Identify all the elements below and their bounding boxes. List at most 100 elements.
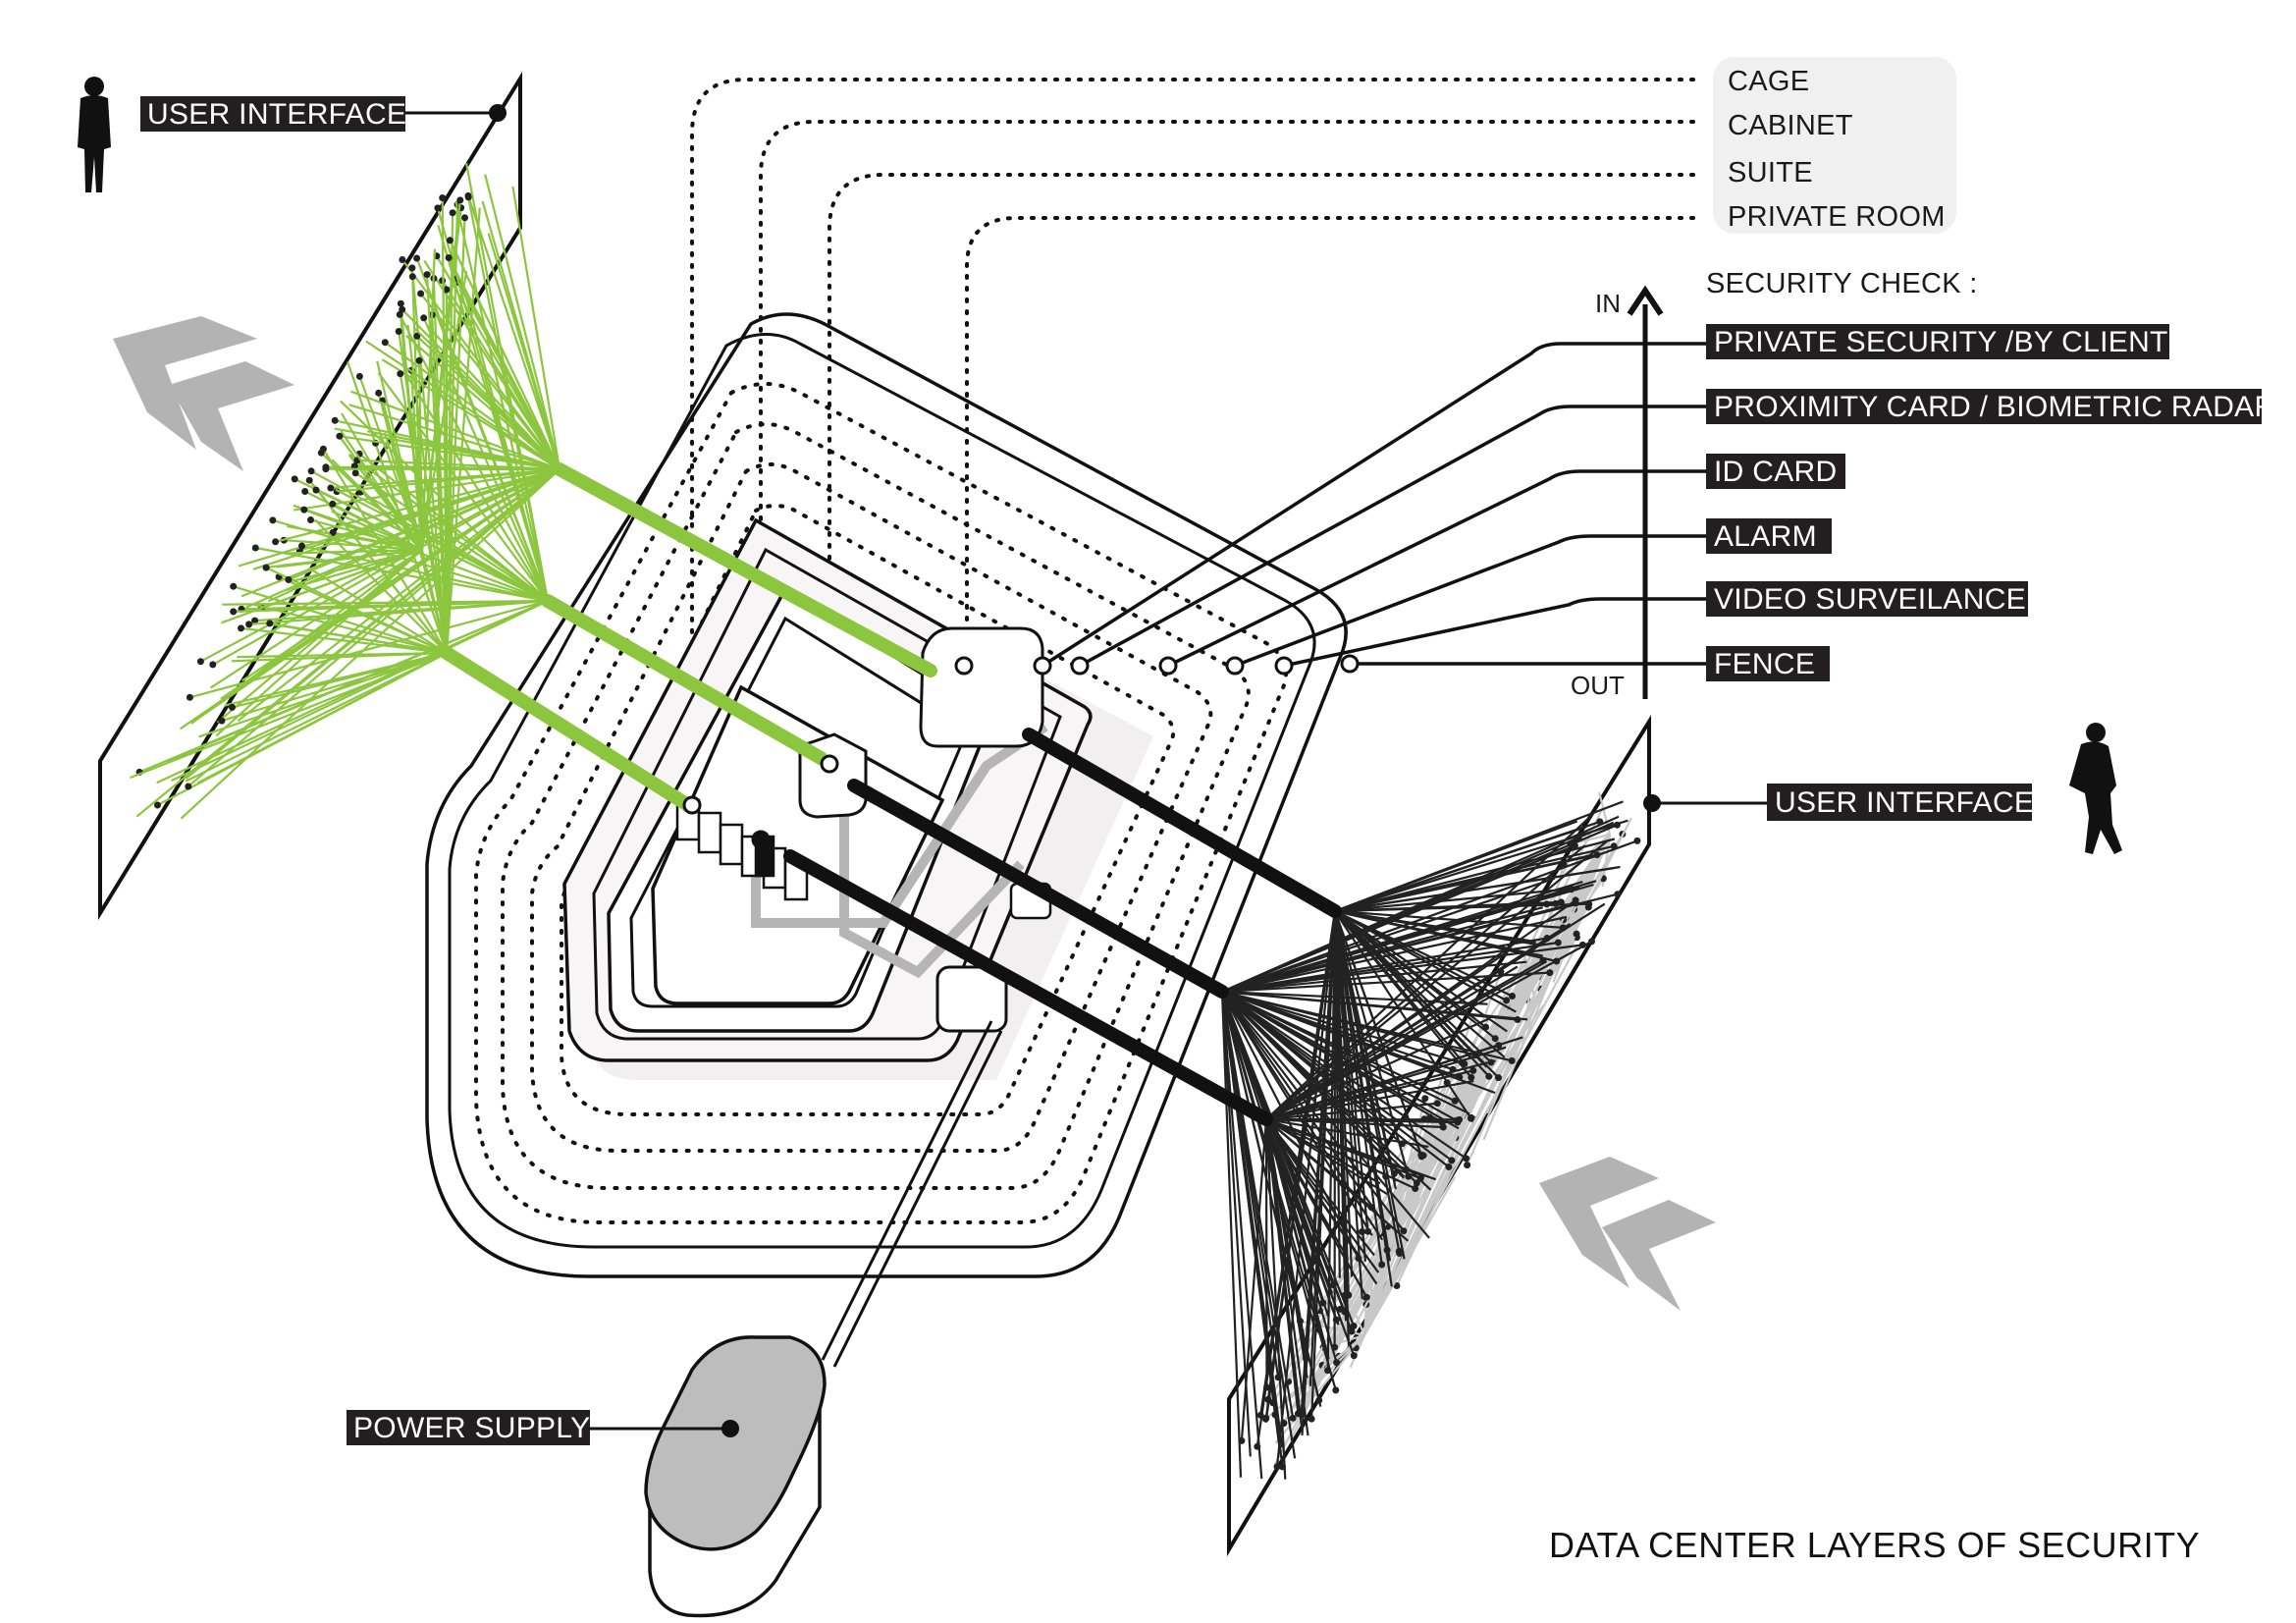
network-node <box>269 516 277 524</box>
security-nodes <box>1033 654 1360 676</box>
network-node <box>395 328 402 335</box>
network-node <box>185 783 192 790</box>
network-link <box>294 467 561 512</box>
network-link <box>1265 1118 1375 1257</box>
network-link <box>253 603 448 655</box>
green-network <box>129 162 561 820</box>
network-node <box>446 237 454 244</box>
network-link <box>1264 1118 1340 1325</box>
network-link <box>1265 1080 1474 1121</box>
network-link <box>1221 839 1638 994</box>
network-link <box>1397 981 1532 1231</box>
suite-box <box>919 626 1044 748</box>
network-node <box>351 469 359 477</box>
network-node <box>1509 993 1516 1000</box>
network-node <box>449 209 456 217</box>
network-node <box>1393 1282 1401 1289</box>
network-link <box>185 652 448 783</box>
network-link <box>354 471 549 602</box>
network-node <box>1319 1299 1327 1307</box>
network-node <box>312 486 320 494</box>
network-link <box>350 479 423 551</box>
enclosure-legend: CAGE CABINET SUITE PRIVATE ROOM <box>1713 57 1956 234</box>
out-label: OUT <box>1571 671 1625 700</box>
network-link <box>1221 990 1461 1079</box>
green-trunk-lines <box>440 462 937 814</box>
network-node <box>408 264 416 272</box>
network-link <box>1398 1158 1435 1252</box>
network-link <box>1221 877 1556 994</box>
network-link <box>1334 910 1466 1065</box>
network-link <box>1240 1118 1268 1441</box>
enclosure-suite: SUITE <box>1728 157 1813 189</box>
network-node <box>307 516 314 523</box>
network-link <box>1333 910 1401 1254</box>
network-link <box>238 467 561 568</box>
network-link <box>1265 960 1548 1120</box>
left-user-interface-label: USER INTERFACE <box>147 98 406 131</box>
security-connectors <box>1041 342 1706 668</box>
right-user-interface-label: USER INTERFACE <box>1775 786 2034 819</box>
network-link <box>420 199 461 551</box>
network-link <box>1221 991 1385 1223</box>
power-supply-top <box>644 1335 827 1551</box>
enclosure-legend-box <box>1713 57 1956 234</box>
network-node <box>251 544 259 552</box>
network-node <box>1464 1162 1471 1169</box>
network-node <box>291 475 298 483</box>
network-node <box>327 484 335 492</box>
network-node <box>1461 1060 1468 1067</box>
network-link <box>1220 991 1263 1480</box>
network-link <box>288 467 561 581</box>
network-node <box>329 500 337 508</box>
network-node <box>1495 1042 1503 1050</box>
network-link <box>180 468 561 820</box>
network-link <box>1265 1117 1429 1148</box>
network-node <box>1378 1261 1386 1269</box>
network-node <box>218 717 226 725</box>
network-link <box>248 599 549 625</box>
network-node <box>1485 1072 1493 1080</box>
network-node <box>245 621 253 628</box>
network-node <box>1362 1293 1370 1301</box>
network-link <box>1334 910 1508 1033</box>
network-node <box>1333 1359 1341 1367</box>
network-link <box>1326 910 1337 1371</box>
network-link <box>1395 834 1611 1286</box>
network-node <box>305 476 313 484</box>
network-link <box>1432 956 1531 1160</box>
network-link <box>1265 1118 1381 1185</box>
double-chevron-icon <box>113 316 294 471</box>
network-link <box>366 430 561 471</box>
network-link <box>1265 1069 1474 1121</box>
network-node <box>408 273 416 281</box>
network-link <box>1334 819 1629 913</box>
network-link <box>1334 910 1506 1058</box>
network-link <box>399 313 549 602</box>
network-node <box>1469 1066 1477 1074</box>
network-node <box>1445 1163 1453 1170</box>
network-node <box>1324 1367 1332 1375</box>
network-node <box>413 332 421 340</box>
network-node <box>333 488 341 496</box>
network-node <box>396 310 403 318</box>
network-link <box>341 412 423 551</box>
network-link <box>358 453 549 602</box>
network-link <box>286 548 423 555</box>
network-link <box>1334 909 1536 944</box>
network-node <box>196 658 204 666</box>
network-link <box>400 308 561 470</box>
network-node <box>355 372 363 380</box>
network-link <box>209 549 423 689</box>
diagram-title: DATA CENTER LAYERS OF SECURITY <box>1549 1525 2200 1565</box>
network-link <box>487 233 561 470</box>
network-link <box>241 468 561 682</box>
network-node <box>1491 1035 1499 1043</box>
network-link <box>1265 1046 1507 1121</box>
network-node <box>443 286 451 294</box>
network-node <box>1400 1227 1408 1235</box>
network-link <box>212 468 561 666</box>
network-link <box>1334 888 1568 913</box>
enclosure-cage: CAGE <box>1728 66 1809 97</box>
